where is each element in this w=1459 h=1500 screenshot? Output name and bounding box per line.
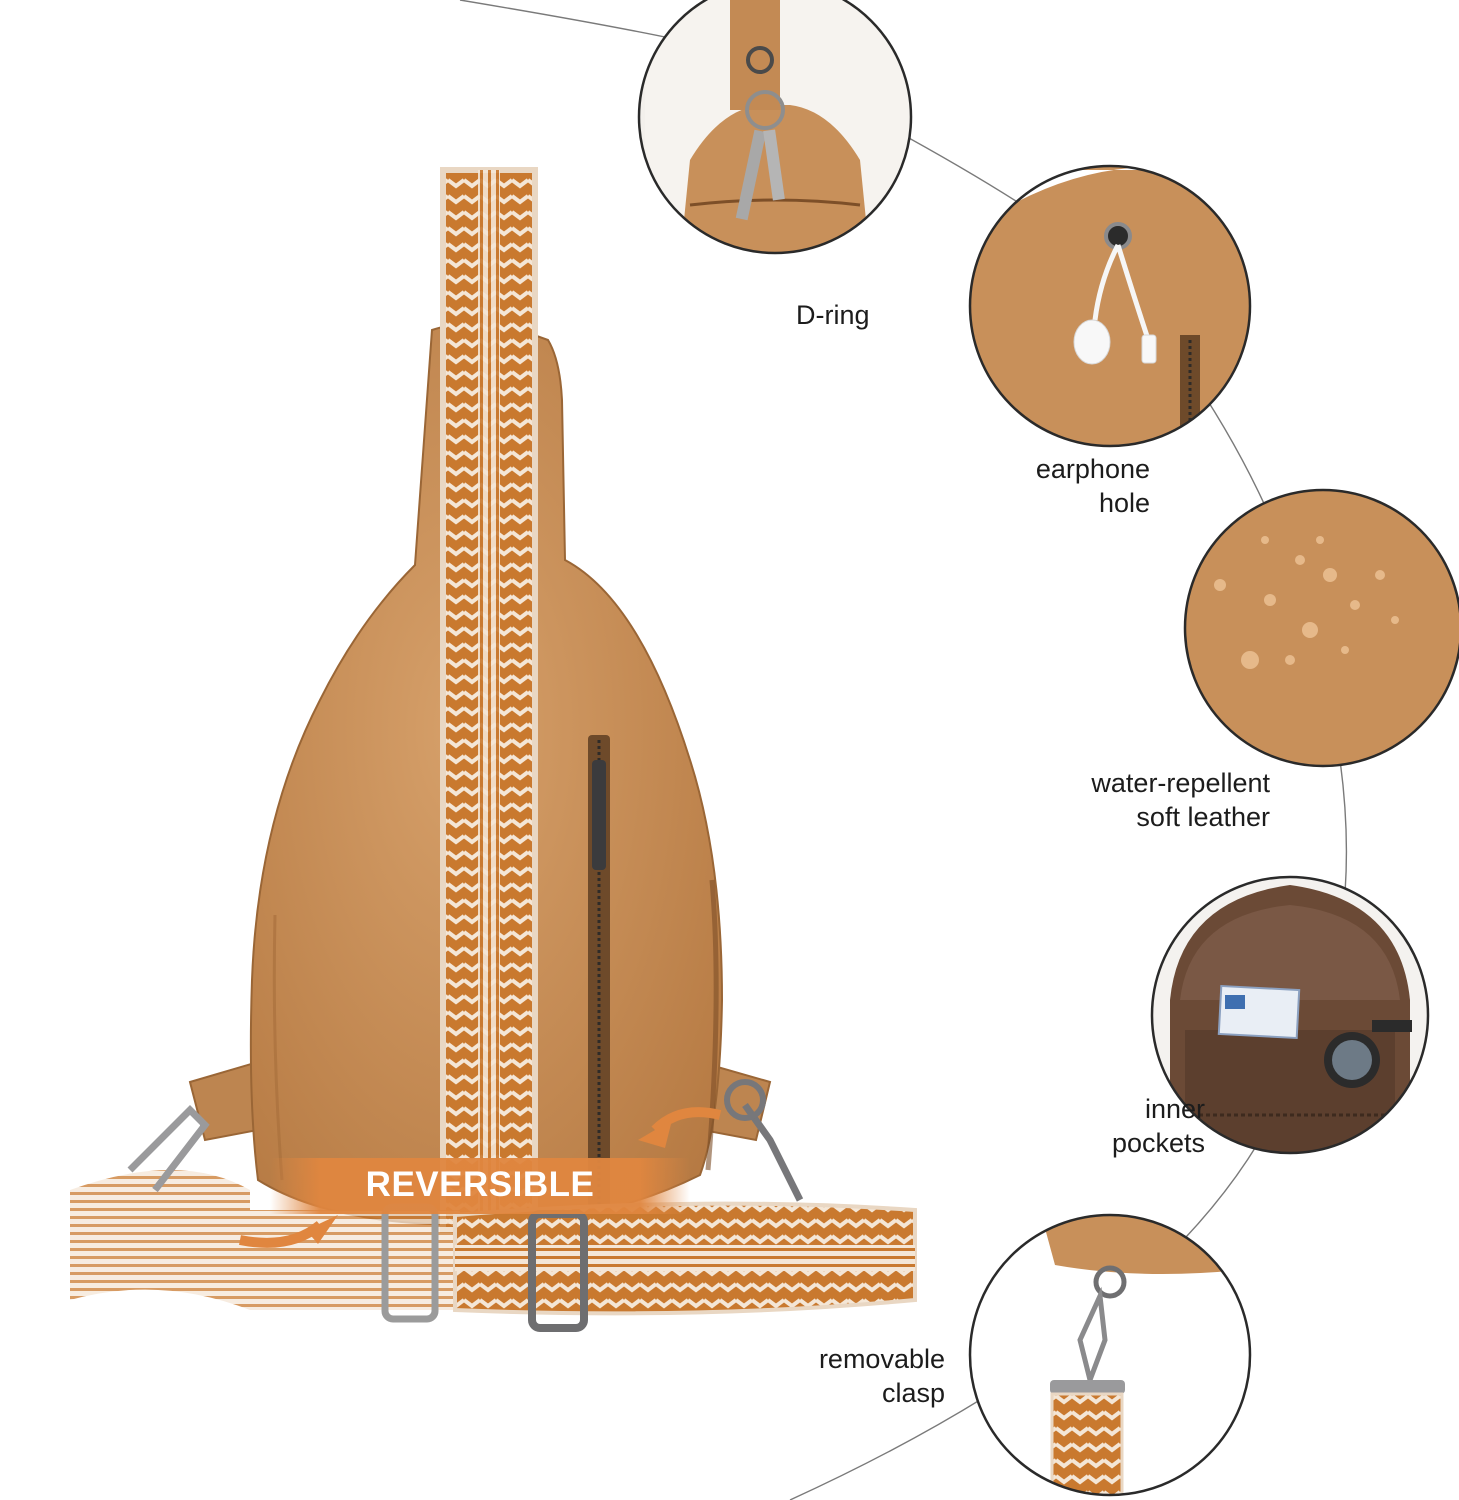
- banner-label: REVERSIBLE: [366, 1165, 595, 1204]
- detail-removable-clasp: [968, 1213, 1252, 1497]
- callout-earphone-hole-line-2: hole: [1098, 488, 1150, 518]
- callout-inner-pockets-line-2: pockets: [1111, 1128, 1205, 1158]
- callout-earphone-hole: earphone hole: [990, 452, 1150, 520]
- detail-d-ring: [637, 0, 913, 255]
- detail-earphone-hole: [968, 164, 1252, 448]
- callout-earphone-hole-line-1: earphone: [1035, 454, 1150, 484]
- callout-water-repellent: water-repellent soft leather: [1060, 766, 1270, 834]
- callout-removable-clasp: removable clasp: [780, 1342, 945, 1410]
- callout-water-repellent-line-2: soft leather: [1136, 802, 1270, 832]
- water-drops-icon: [1214, 536, 1399, 669]
- key-ring-icon: [735, 46, 785, 221]
- callout-water-repellent-line-1: water-repellent: [1091, 768, 1270, 798]
- callout-removable-clasp-line-2: clasp: [881, 1378, 945, 1408]
- callout-inner-pockets: inner pockets: [1080, 1092, 1205, 1160]
- reversible-banner: REVERSIBLE: [270, 1158, 690, 1214]
- crossbody-strap: [70, 1079, 917, 1332]
- curved-arrow-icon: [651, 1107, 722, 1134]
- zipper-icon: [588, 735, 610, 1225]
- callout-inner-pockets-line-1: inner: [1144, 1094, 1205, 1124]
- clasp-icon: [1050, 1265, 1127, 1394]
- detail-water-repellent: [1183, 488, 1459, 768]
- callout-d-ring-line-1: D-ring: [796, 300, 870, 330]
- callout-removable-clasp-line-1: removable: [818, 1344, 945, 1374]
- shoulder-strap: [440, 167, 538, 1233]
- callout-d-ring: D-ring: [796, 298, 870, 332]
- card-icon: [1217, 984, 1301, 1040]
- detail-inner-pockets: [1150, 875, 1430, 1155]
- earphones-icon: [1073, 243, 1157, 365]
- sunglasses-icon: [1324, 1020, 1412, 1088]
